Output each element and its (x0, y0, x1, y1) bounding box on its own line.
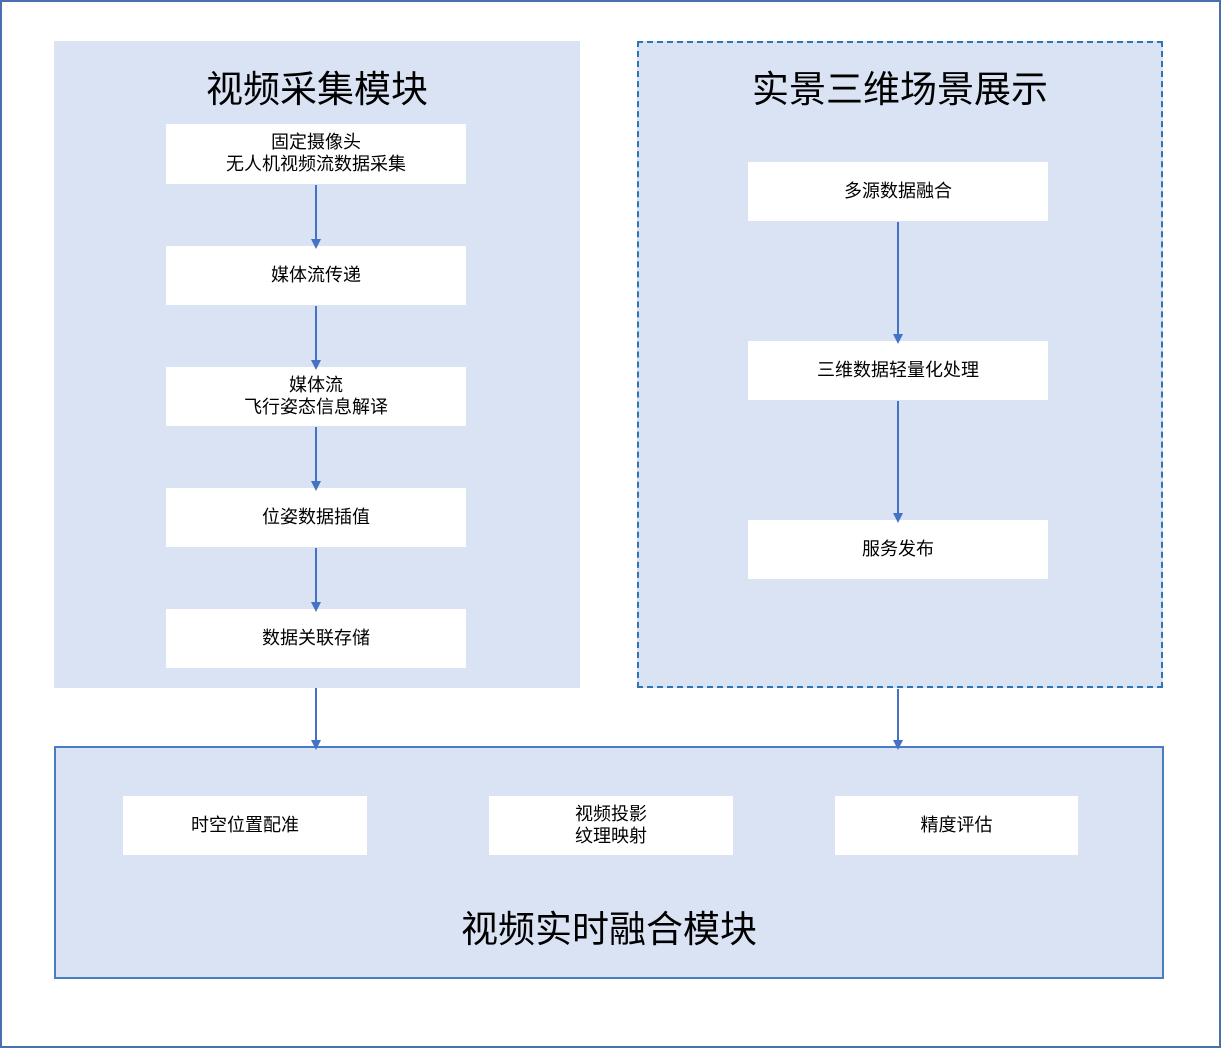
scene3d-module-title: 实景三维场景展示 (752, 68, 1048, 111)
step-accuracy-evaluation-label: 精度评估 (920, 814, 993, 836)
step-flight-attitude-decode-line2: 飞行姿态信息解译 (244, 396, 388, 418)
step-3d-lightweight-label: 三维数据轻量化处理 (817, 359, 979, 381)
step-flight-attitude-decode-line1: 媒体流 (289, 374, 343, 396)
step-media-stream-transfer: 媒体流传递 (166, 246, 466, 305)
step-multisource-fusion-label: 多源数据融合 (844, 180, 952, 202)
step-media-stream-transfer-label: 媒体流传递 (271, 264, 361, 286)
step-video-projection-line2: 纹理映射 (575, 825, 647, 847)
step-camera-drone-capture: 固定摄像头 无人机视频流数据采集 (166, 124, 466, 184)
step-multisource-fusion: 多源数据融合 (748, 162, 1048, 221)
step-pose-interpolation-label: 位姿数据插值 (262, 506, 370, 528)
video-fusion-module-title: 视频实时融合模块 (461, 908, 757, 951)
step-spatiotemporal-registration-label: 时空位置配准 (191, 814, 299, 836)
step-service-publish-label: 服务发布 (862, 538, 934, 560)
step-3d-lightweight: 三维数据轻量化处理 (748, 341, 1048, 400)
step-accuracy-evaluation: 精度评估 (835, 796, 1078, 855)
step-video-projection-line1: 视频投影 (575, 803, 647, 825)
step-flight-attitude-decode: 媒体流 飞行姿态信息解译 (166, 367, 466, 426)
step-service-publish: 服务发布 (748, 520, 1048, 579)
step-camera-drone-capture-line1: 固定摄像头 (271, 132, 361, 153)
step-data-association-storage: 数据关联存储 (166, 609, 466, 668)
video-fusion-module-panel (54, 746, 1164, 979)
step-camera-drone-capture-line2: 无人机视频流数据采集 (226, 154, 406, 175)
step-video-projection: 视频投影 纹理映射 (489, 796, 733, 855)
step-data-association-storage-label: 数据关联存储 (262, 627, 370, 649)
step-pose-interpolation: 位姿数据插值 (166, 488, 466, 547)
video-capture-module-title: 视频采集模块 (206, 68, 428, 111)
step-spatiotemporal-registration: 时空位置配准 (123, 796, 367, 855)
